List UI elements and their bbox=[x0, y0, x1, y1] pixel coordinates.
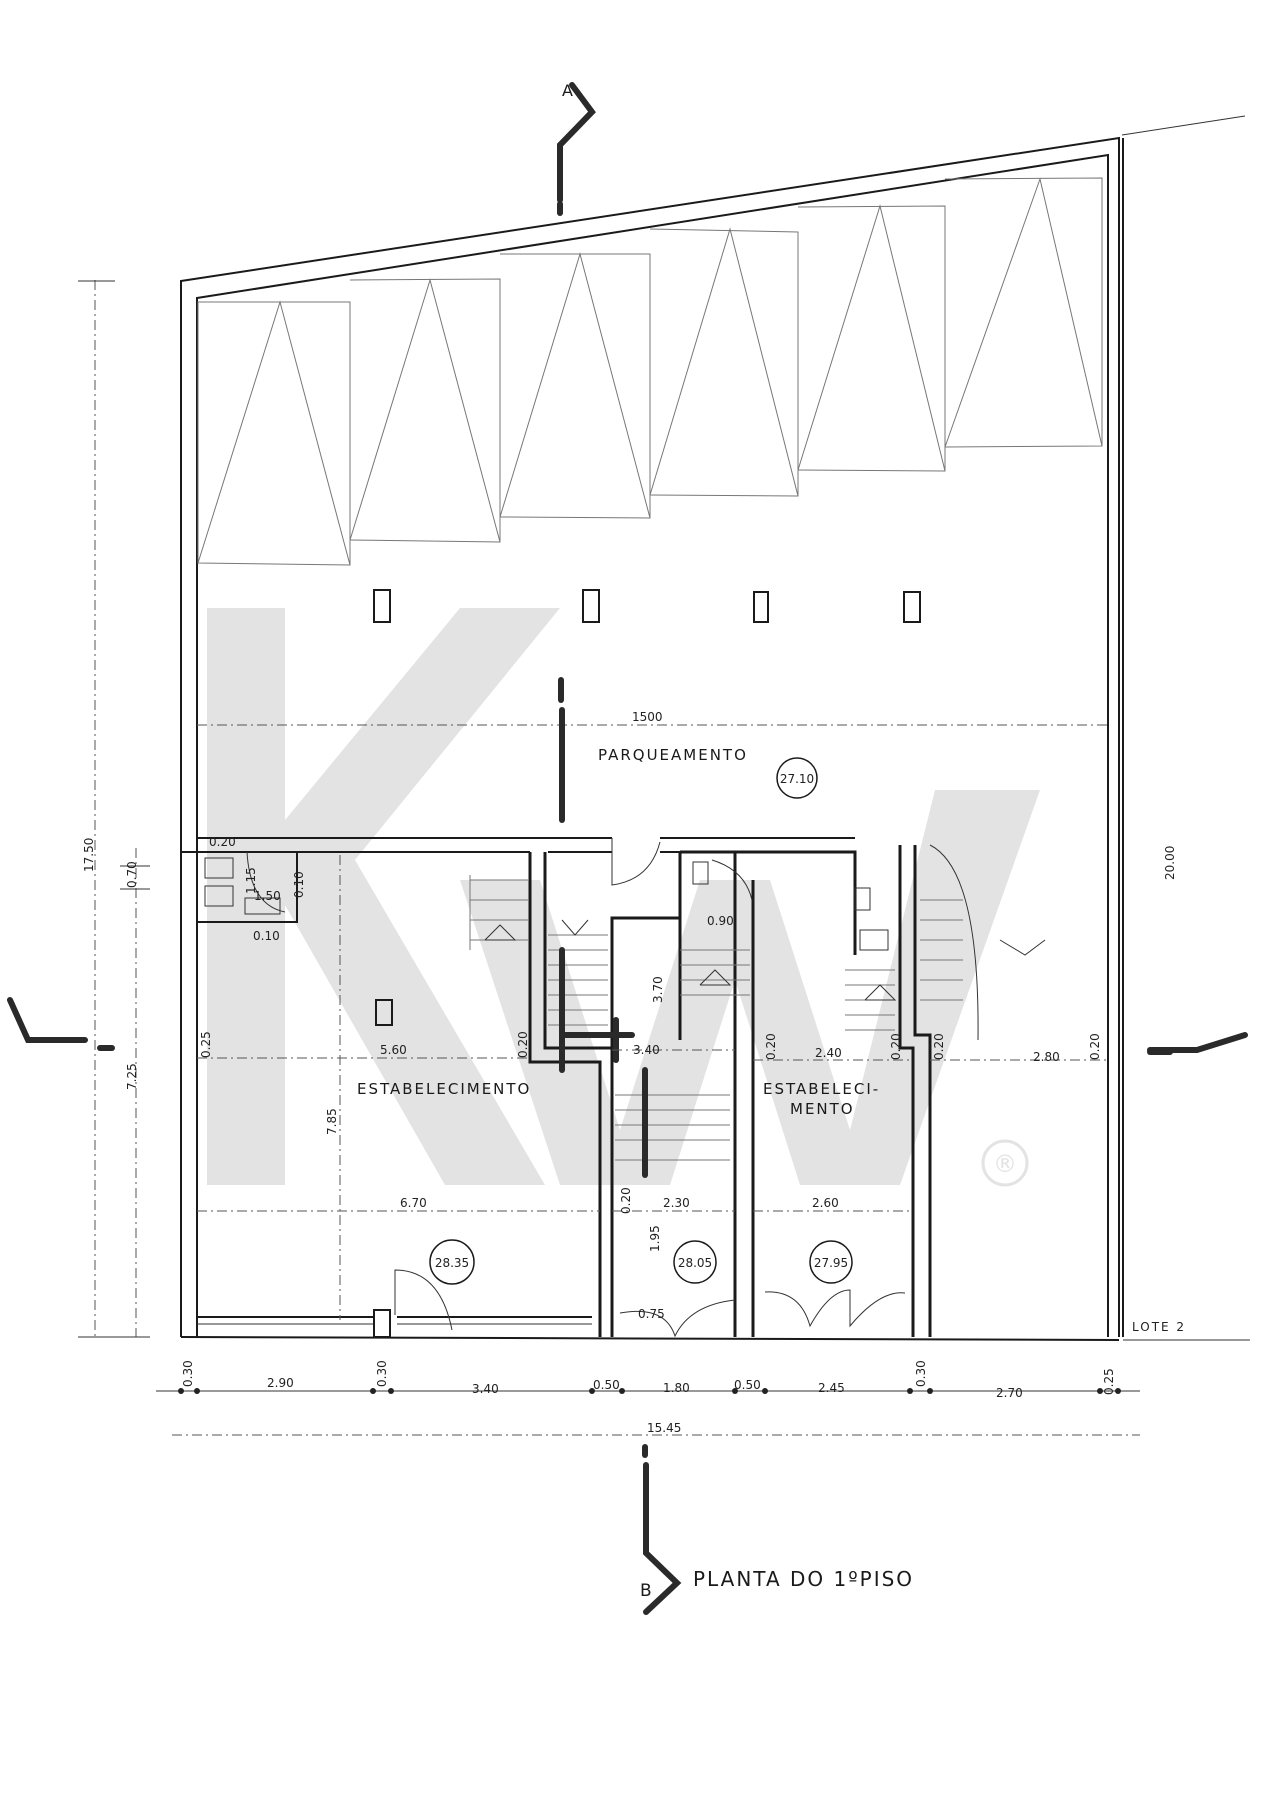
svg-text:0.20: 0.20 bbox=[516, 1031, 530, 1058]
svg-text:0.10: 0.10 bbox=[253, 929, 280, 943]
section-cut-marks bbox=[559, 947, 648, 1178]
svg-text:2.80: 2.80 bbox=[1033, 1050, 1060, 1064]
svg-text:0.20: 0.20 bbox=[932, 1033, 946, 1060]
room-label-shop-1: ESTABELECIMENTO bbox=[357, 1080, 531, 1098]
room-label-shop-2-line1: ESTABELECI- bbox=[763, 1080, 880, 1098]
parking-bays bbox=[197, 177, 1103, 623]
elevation-shop-2: 27.95 bbox=[814, 1256, 848, 1270]
svg-text:0.70: 0.70 bbox=[125, 861, 139, 888]
svg-text:0.10: 0.10 bbox=[292, 871, 306, 898]
svg-text:1.15: 1.15 bbox=[244, 867, 258, 894]
svg-text:0.20: 0.20 bbox=[209, 835, 236, 849]
partition-walls bbox=[181, 837, 1046, 1337]
svg-text:0.20: 0.20 bbox=[619, 1187, 633, 1214]
svg-text:0.25: 0.25 bbox=[199, 1031, 213, 1058]
drawing-title: PLANTA DO 1ºPISO bbox=[693, 1567, 914, 1591]
svg-text:0.50: 0.50 bbox=[734, 1378, 761, 1392]
dim-parking-width: 1500 bbox=[632, 710, 663, 724]
svg-text:2.45: 2.45 bbox=[818, 1381, 845, 1395]
bottom-dimensions bbox=[156, 1388, 1140, 1436]
svg-text:1.80: 1.80 bbox=[663, 1381, 690, 1395]
svg-text:0.20: 0.20 bbox=[764, 1033, 778, 1060]
svg-text:0.30: 0.30 bbox=[375, 1360, 389, 1387]
elevation-stair: 28.05 bbox=[678, 1256, 712, 1270]
svg-text:2.70: 2.70 bbox=[996, 1386, 1023, 1400]
outer-walls bbox=[180, 115, 1246, 1337]
svg-text:3.70: 3.70 bbox=[651, 976, 665, 1003]
svg-text:0.30: 0.30 bbox=[181, 1360, 195, 1387]
svg-text:0.25: 0.25 bbox=[1102, 1368, 1116, 1395]
svg-text:3.40: 3.40 bbox=[633, 1043, 660, 1057]
stairs bbox=[469, 844, 1046, 1161]
registered-mark: ® bbox=[993, 1150, 1017, 1178]
left-dimensions bbox=[78, 280, 150, 1338]
dim-total-width: 15.45 bbox=[647, 1421, 681, 1435]
svg-text:0.50: 0.50 bbox=[593, 1378, 620, 1392]
svg-text:3.40: 3.40 bbox=[472, 1382, 499, 1396]
interior-dimensions bbox=[197, 855, 1108, 1320]
svg-text:A: A bbox=[562, 81, 573, 100]
svg-text:0.20: 0.20 bbox=[1088, 1033, 1102, 1060]
svg-text:17.50: 17.50 bbox=[82, 838, 96, 872]
svg-text:7.85: 7.85 bbox=[325, 1108, 339, 1135]
elevation-shop-1: 28.35 bbox=[435, 1256, 469, 1270]
svg-text:1.50: 1.50 bbox=[254, 889, 281, 903]
room-label-parking: PARQUEAMENTO bbox=[598, 746, 748, 764]
svg-text:0.90: 0.90 bbox=[707, 914, 734, 928]
section-marker-b: B PLANTA DO 1ºPISO bbox=[640, 1444, 914, 1615]
svg-text:0.30: 0.30 bbox=[914, 1360, 928, 1387]
svg-text:5.60: 5.60 bbox=[380, 1043, 407, 1057]
neighbor-lot-label: LOTE 2 bbox=[1132, 1320, 1186, 1334]
svg-text:1.95: 1.95 bbox=[648, 1225, 662, 1252]
svg-text:B: B bbox=[640, 1581, 652, 1601]
svg-text:2.60: 2.60 bbox=[812, 1196, 839, 1210]
svg-text:6.70: 6.70 bbox=[400, 1196, 427, 1210]
watermark: ® bbox=[207, 608, 1040, 1187]
svg-text:2.90: 2.90 bbox=[267, 1376, 294, 1390]
section-marker-a: A bbox=[557, 81, 596, 823]
svg-text:2.30: 2.30 bbox=[663, 1196, 690, 1210]
svg-text:20.00: 20.00 bbox=[1163, 846, 1177, 880]
svg-text:7.25: 7.25 bbox=[125, 1063, 139, 1090]
svg-text:0.75: 0.75 bbox=[638, 1307, 665, 1321]
elevation-parking: 27.10 bbox=[780, 772, 814, 786]
svg-text:0.20: 0.20 bbox=[889, 1033, 903, 1060]
room-label-shop-2-line2: MENTO bbox=[790, 1100, 855, 1118]
svg-text:2.40: 2.40 bbox=[815, 1046, 842, 1060]
front-facade bbox=[180, 1269, 1250, 1341]
